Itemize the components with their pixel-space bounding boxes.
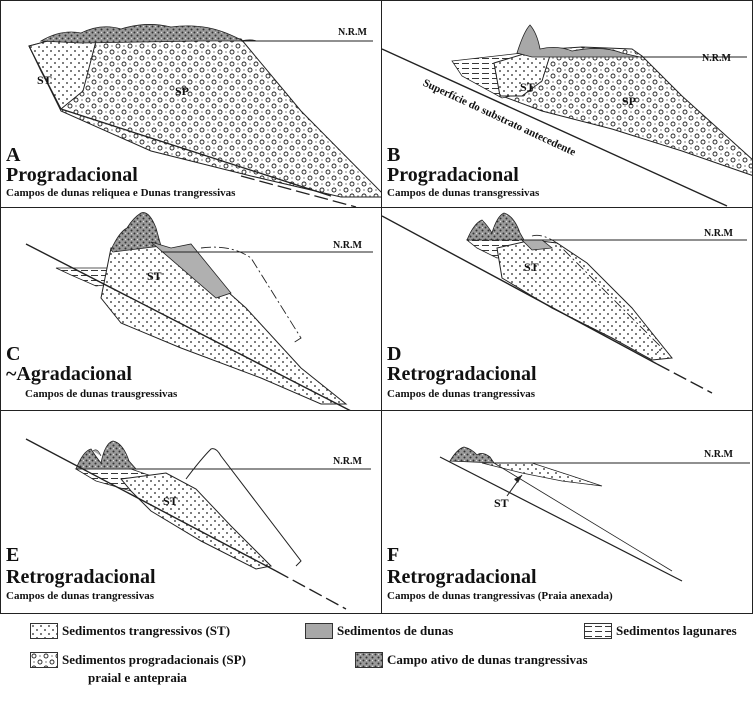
sp-swatch-icon <box>30 652 58 668</box>
panel-title: ~Agradacional <box>6 363 132 385</box>
st-label: ST <box>524 261 539 273</box>
panel-d: N.R.M ST D Retrogradacional Campos de du… <box>381 207 753 411</box>
legend-label: Sedimentos progradacionais (SP) <box>62 652 246 668</box>
panel-subtitle: Campos de dunas transgressivas <box>387 187 539 199</box>
panel-letter: D <box>387 344 401 364</box>
legend-item-dunas: Sedimentos de dunas <box>305 623 453 639</box>
panel-letter: A <box>6 145 20 165</box>
legend-label: Sedimentos trangressivos (ST) <box>62 623 230 639</box>
st-label: ST <box>147 270 162 282</box>
legend-item-lagunares: Sedimentos lagunares <box>584 623 737 639</box>
panel-b: N.R.M ST SP Superfície do substrato ante… <box>381 0 753 208</box>
sea-level-label: N.R.M <box>704 229 733 239</box>
sp-label: SP <box>175 85 189 97</box>
panel-letter: C <box>6 344 20 364</box>
campo-swatch-icon <box>355 652 383 668</box>
st-label: ST <box>37 74 52 86</box>
panel-subtitle: Campos de dunas trangressivas (Praia ane… <box>387 590 613 602</box>
legend-sp-sublabel: praial e antepraia <box>88 670 187 686</box>
panel-subtitle: Campos de dunas trangressivas <box>387 388 535 400</box>
st-swatch-icon <box>30 623 58 639</box>
panel-title: Progradacional <box>6 164 138 186</box>
panel-subtitle: Campos de dunas trausgressivas <box>25 388 177 400</box>
panel-c: N.R.M ST C ~Agradacional Campos de dunas… <box>0 207 382 411</box>
panel-f: N.R.M ST F Retrogradacional Campos de du… <box>381 410 753 614</box>
st-label: ST <box>520 81 535 93</box>
panel-letter: F <box>387 545 399 565</box>
sea-level-label: N.R.M <box>333 241 362 251</box>
legend-item-sp: Sedimentos progradacionais (SP) <box>30 652 246 668</box>
legend: Sedimentos trangressivos (ST) Sedimentos… <box>0 613 753 705</box>
legend-item-st: Sedimentos trangressivos (ST) <box>30 623 230 639</box>
sp-label: SP <box>622 95 636 107</box>
sea-level-label: N.R.M <box>702 54 731 64</box>
sea-level-label: N.R.M <box>704 450 733 460</box>
legend-label: Campo ativo de dunas trangressivas <box>387 652 588 668</box>
dunas-swatch-icon <box>305 623 333 639</box>
legend-label: Sedimentos de dunas <box>337 623 453 639</box>
panel-letter: E <box>6 545 19 565</box>
panel-title: Retrogradacional <box>387 363 537 385</box>
legend-label: Sedimentos lagunares <box>616 623 737 639</box>
lagunares-swatch-icon <box>584 623 612 639</box>
panel-subtitle: Campos de dunas trangressivas <box>6 590 154 602</box>
panel-subtitle: Campos de dunas reliquea e Dunas trangre… <box>6 187 235 199</box>
st-label: ST <box>163 495 178 507</box>
panel-letter: B <box>387 145 400 165</box>
panel-title: Progradacional <box>387 164 519 186</box>
panel-title: Retrogradacional <box>387 566 537 588</box>
panel-e: N.R.M ST E Retrogradacional Campos de du… <box>0 410 382 614</box>
sea-level-label: N.R.M <box>338 28 367 38</box>
sea-level-label: N.R.M <box>333 457 362 467</box>
st-label: ST <box>494 497 509 509</box>
panel-title: Retrogradacional <box>6 566 156 588</box>
legend-item-campo: Campo ativo de dunas trangressivas <box>355 652 588 668</box>
panel-a: N.R.M ST SP A Progradacional Campos de d… <box>0 0 382 208</box>
